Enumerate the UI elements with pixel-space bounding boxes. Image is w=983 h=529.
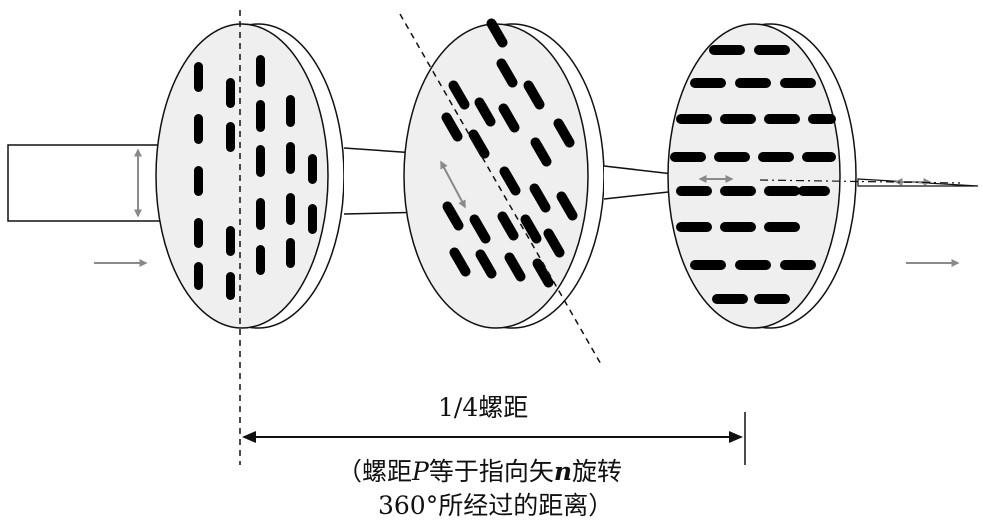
molecule [520,214,542,244]
molecule [194,166,203,196]
mid-polarization-arrow [440,160,466,209]
molecule [808,114,836,124]
molecule [226,272,235,300]
molecule [735,260,771,270]
molecule [441,112,463,142]
disc-3-face [667,23,841,329]
pitch-symbol: P [412,457,429,486]
molecule [530,137,552,167]
pitch-note-rotate: 旋转 [572,457,623,486]
molecule [720,222,756,232]
molecule [690,260,726,270]
molecule [256,145,265,177]
molecule [286,142,295,174]
pitch-definition-line-2: 360°所经过的距离） [378,491,614,520]
molecule [226,122,235,152]
molecule [256,245,265,275]
pitch-note-mid: 等于指向矢 [428,457,554,486]
reference-line-diagonal [399,13,603,367]
molecule [448,80,470,110]
molecule [469,214,491,244]
disc-2 [403,18,605,329]
molecule [676,222,712,232]
molecule [504,252,526,282]
molecule [256,100,265,132]
quarter-pitch-label: 1/4螺距 [438,393,529,422]
molecule [194,262,203,290]
molecule [764,114,800,124]
molecule [798,186,830,196]
molecule [553,118,575,148]
molecule [712,294,748,304]
molecule [499,166,521,196]
molecule [308,154,317,184]
molecule [286,95,295,127]
molecule [523,80,545,110]
molecule [226,78,235,108]
molecule [754,45,790,55]
molecule [226,226,235,256]
molecule [764,186,800,196]
molecule [758,152,794,162]
molecule [468,129,490,159]
disc-1-molecules [194,55,317,300]
molecule [720,114,756,124]
molecule [497,211,519,241]
pitch-definition-line-1: （螺距P等于指向矢n旋转 [337,452,622,488]
molecule [256,198,265,230]
molecule [720,186,756,196]
molecule [308,204,317,234]
molecule [670,152,706,162]
molecule [676,186,712,196]
molecule [802,152,836,162]
molecule [754,294,790,304]
molecule [556,191,578,221]
director-symbol: n [553,457,573,486]
disc-1 [155,23,345,329]
molecule [529,183,551,213]
disc-3-molecules [670,45,836,304]
molecule [498,103,520,133]
exit-beam [857,178,979,187]
molecule [496,58,518,88]
pitch-note-open: （螺距 [337,457,413,486]
molecule [286,193,295,225]
molecule [714,152,750,162]
molecule [690,78,726,88]
molecule [676,114,712,124]
molecule [543,228,565,258]
molecule [449,247,471,277]
molecule [442,201,464,231]
molecule [194,62,203,92]
molecule [256,55,265,87]
molecule [735,78,771,88]
molecule [194,114,203,144]
disc-2-molecules [441,18,578,288]
molecule [194,218,203,248]
optical-axis [759,179,961,184]
molecule [486,18,508,48]
disc-3 [667,23,857,329]
molecule [475,249,497,279]
molecule [286,238,295,268]
molecule [764,222,800,232]
disc-1-face [155,23,329,329]
molecule [532,258,554,288]
molecule [709,45,745,55]
molecule [780,78,816,88]
disc-2-face [403,23,589,329]
molecule [474,97,496,127]
molecule [780,260,816,270]
